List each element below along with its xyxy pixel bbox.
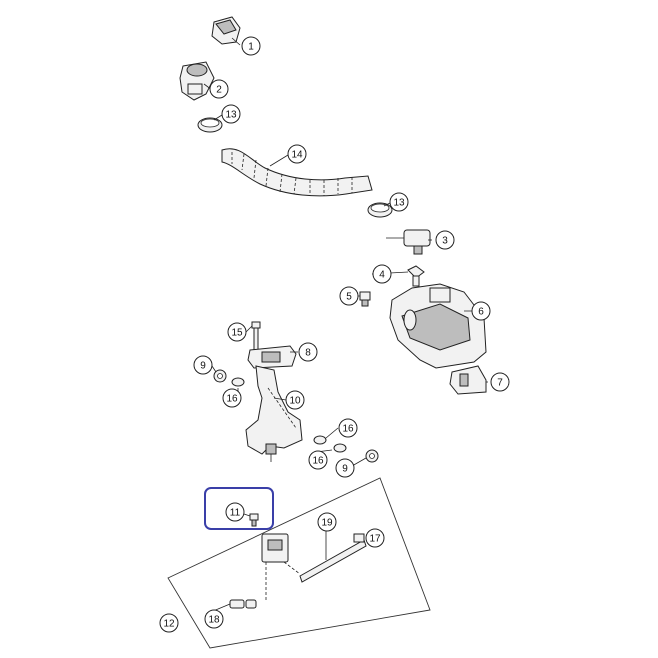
callout-5: 5 [339,286,359,306]
svg-text:16: 16 [342,424,354,435]
callout-9-left: 9 [193,355,213,375]
part-11-screw [249,513,259,527]
callout-13-upper: 13 [221,104,241,124]
part-3-pressure-sensor [386,229,431,255]
svg-text:17: 17 [369,534,381,545]
callout-12: 12 [159,613,179,633]
part-1-connector [211,16,241,45]
part-9-nut-left [213,369,227,383]
part-13-clamp-lower [367,202,393,218]
svg-text:11: 11 [230,508,241,519]
svg-text:3: 3 [442,236,448,247]
assembly-kit-frame [167,477,431,649]
callout-4: 4 [372,264,392,284]
callout-2: 2 [209,79,229,99]
part-16-washer-right-a [313,435,327,445]
svg-text:16: 16 [226,394,238,405]
callout-6: 6 [471,301,491,321]
part-4-screw [407,265,425,287]
part-13-clamp-upper [197,117,223,133]
callout-19: 19 [317,512,337,532]
part-15-bolt [251,321,261,351]
callout-7: 7 [490,372,510,392]
part-19-tube [299,539,367,583]
part-2-intake-stub [179,61,215,101]
part-5-screw [359,291,371,307]
callout-8: 8 [298,342,318,362]
part-16-washer-right-b [333,443,347,453]
callout-9-right: 9 [335,458,355,478]
svg-text:8: 8 [305,348,311,359]
part-6-airbox [389,283,487,369]
svg-text:7: 7 [497,378,503,389]
part-10-mounting-frame [245,365,303,462]
svg-text:5: 5 [346,292,352,303]
svg-text:13: 13 [393,198,405,209]
callout-17: 17 [365,528,385,548]
callout-10: 10 [285,390,305,410]
part-18-hose-pieces [229,599,257,609]
callout-16-left: 16 [222,388,242,408]
svg-text:2: 2 [216,85,222,96]
svg-text:9: 9 [200,361,206,372]
part-valve-unit [261,533,301,600]
callout-16-right-a: 16 [338,418,358,438]
svg-text:15: 15 [231,328,243,339]
callout-1: 1 [241,36,261,56]
callout-11: 11 [225,502,245,522]
svg-text:12: 12 [163,619,175,630]
part-8-ecu-bracket [247,345,297,369]
part-17-plug [353,533,365,543]
callout-14: 14 [287,144,307,164]
part-16-washer-left [231,377,245,387]
part-7-bracket [449,365,487,395]
svg-text:19: 19 [321,518,333,529]
svg-text:9: 9 [342,464,348,475]
callout-18: 18 [204,609,224,629]
svg-text:13: 13 [225,110,237,121]
part-14-corrugated-hose [221,148,373,197]
callout-16-right-b: 16 [308,450,328,470]
callout-15: 15 [227,322,247,342]
highlight-box [204,487,274,530]
svg-text:4: 4 [379,270,385,281]
svg-text:6: 6 [478,307,484,318]
callout-13-lower: 13 [389,192,409,212]
callout-3: 3 [435,230,455,250]
svg-text:18: 18 [208,615,220,626]
svg-text:10: 10 [289,396,301,407]
part-9-nut-right [365,449,379,463]
svg-text:1: 1 [248,42,254,53]
svg-text:16: 16 [312,456,324,467]
svg-text:14: 14 [291,150,303,161]
